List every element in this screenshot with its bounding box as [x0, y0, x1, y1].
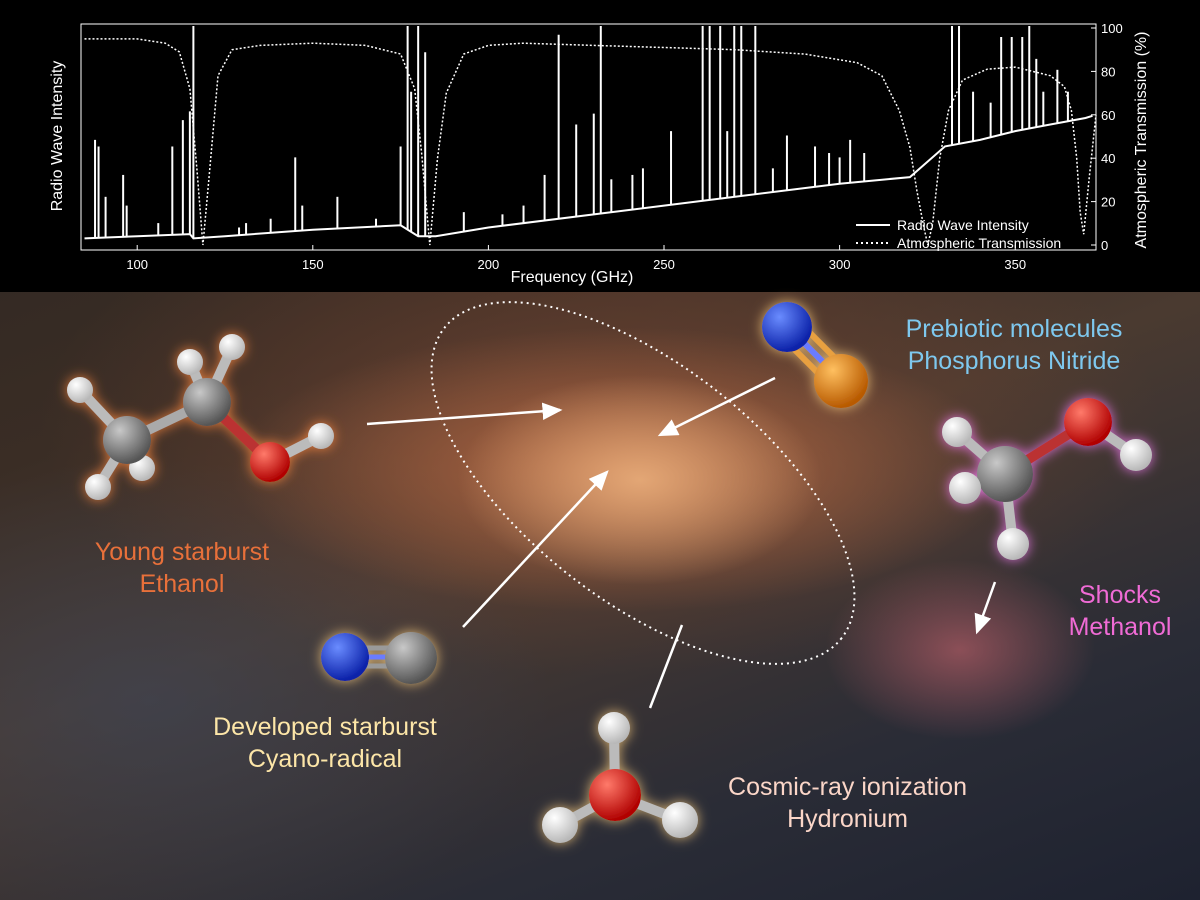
x-tick-label: 100 — [126, 257, 148, 272]
label-cyano-radical: Developed starburst Cyano-radical — [200, 711, 450, 775]
series-transmission — [84, 38, 1097, 246]
label-ethanol-line2: Ethanol — [139, 570, 225, 598]
y-right-tick-label: 80 — [1101, 64, 1115, 79]
ethanol-molecule-icon — [67, 334, 334, 500]
chart-legend: Radio Wave Intensity Atmospheric Transmi… — [856, 217, 1061, 251]
arrow-ethanol — [366, 402, 563, 426]
legend-entry-transmission: Atmospheric Transmission — [897, 235, 1061, 251]
arrow-cyano-radical — [462, 470, 609, 628]
y-right-tick-label: 60 — [1101, 108, 1115, 123]
y-left-axis-label: Radio Wave Intensity — [49, 61, 66, 212]
line-hydronium — [648, 624, 684, 709]
spectrum-layer — [84, 26, 1097, 246]
x-tick-label: 150 — [302, 257, 324, 272]
y-right-tick-label: 40 — [1101, 151, 1115, 166]
y-right-tick-label: 0 — [1101, 238, 1108, 253]
label-methanol-line2: Methanol — [1068, 613, 1172, 641]
x-tick-label: 250 — [653, 257, 675, 272]
label-hydronium-line1: Cosmic-ray ionization — [728, 773, 967, 801]
y-right-tick-label: 100 — [1101, 21, 1123, 36]
arrow-methanol — [974, 581, 997, 635]
x-tick-label: 300 — [829, 257, 851, 272]
y-right-axis-label: Atmospheric Transmission (%) — [1133, 32, 1150, 249]
label-methanol-line1: Shocks — [1079, 581, 1161, 609]
label-hydronium: Cosmic-ray ionization Hydronium — [690, 771, 1005, 835]
label-phosphorus-nitride: Prebiotic molecules Phosphorus Nitride — [870, 313, 1158, 377]
arrow-phosphorus-nitride — [657, 376, 776, 437]
y-right-axis-ticks: 0 20 40 60 80 100 — [1091, 21, 1123, 253]
label-ethanol-line1: Young starburst — [94, 538, 270, 566]
plot-frame — [80, 23, 1097, 251]
label-phosphorus-line1: Prebiotic molecules — [905, 315, 1123, 343]
x-tick-label: 350 — [1004, 257, 1026, 272]
legend-entry-intensity: Radio Wave Intensity — [897, 217, 1029, 233]
label-cyano-line2: Cyano-radical — [247, 745, 403, 773]
x-tick-label: 200 — [478, 257, 500, 272]
label-cyano-line1: Developed starburst — [213, 713, 437, 741]
label-phosphorus-line2: Phosphorus Nitride — [907, 347, 1121, 375]
cyano-radical-molecule-icon — [321, 632, 437, 684]
label-hydronium-line2: Hydronium — [787, 805, 908, 833]
galaxy-center-ellipse — [430, 301, 856, 665]
label-methanol: Shocks Methanol — [1045, 579, 1195, 643]
x-axis-label: Frequency (GHz) — [511, 269, 634, 286]
methanol-molecule-icon — [942, 398, 1152, 560]
label-ethanol: Young starburst Ethanol — [62, 536, 302, 600]
y-right-tick-label: 20 — [1101, 195, 1115, 210]
x-axis-ticks: 100 150 200 250 300 350 — [126, 245, 1026, 272]
hydronium-molecule-icon — [542, 712, 698, 843]
phosphorus-nitride-molecule-icon — [762, 302, 868, 408]
